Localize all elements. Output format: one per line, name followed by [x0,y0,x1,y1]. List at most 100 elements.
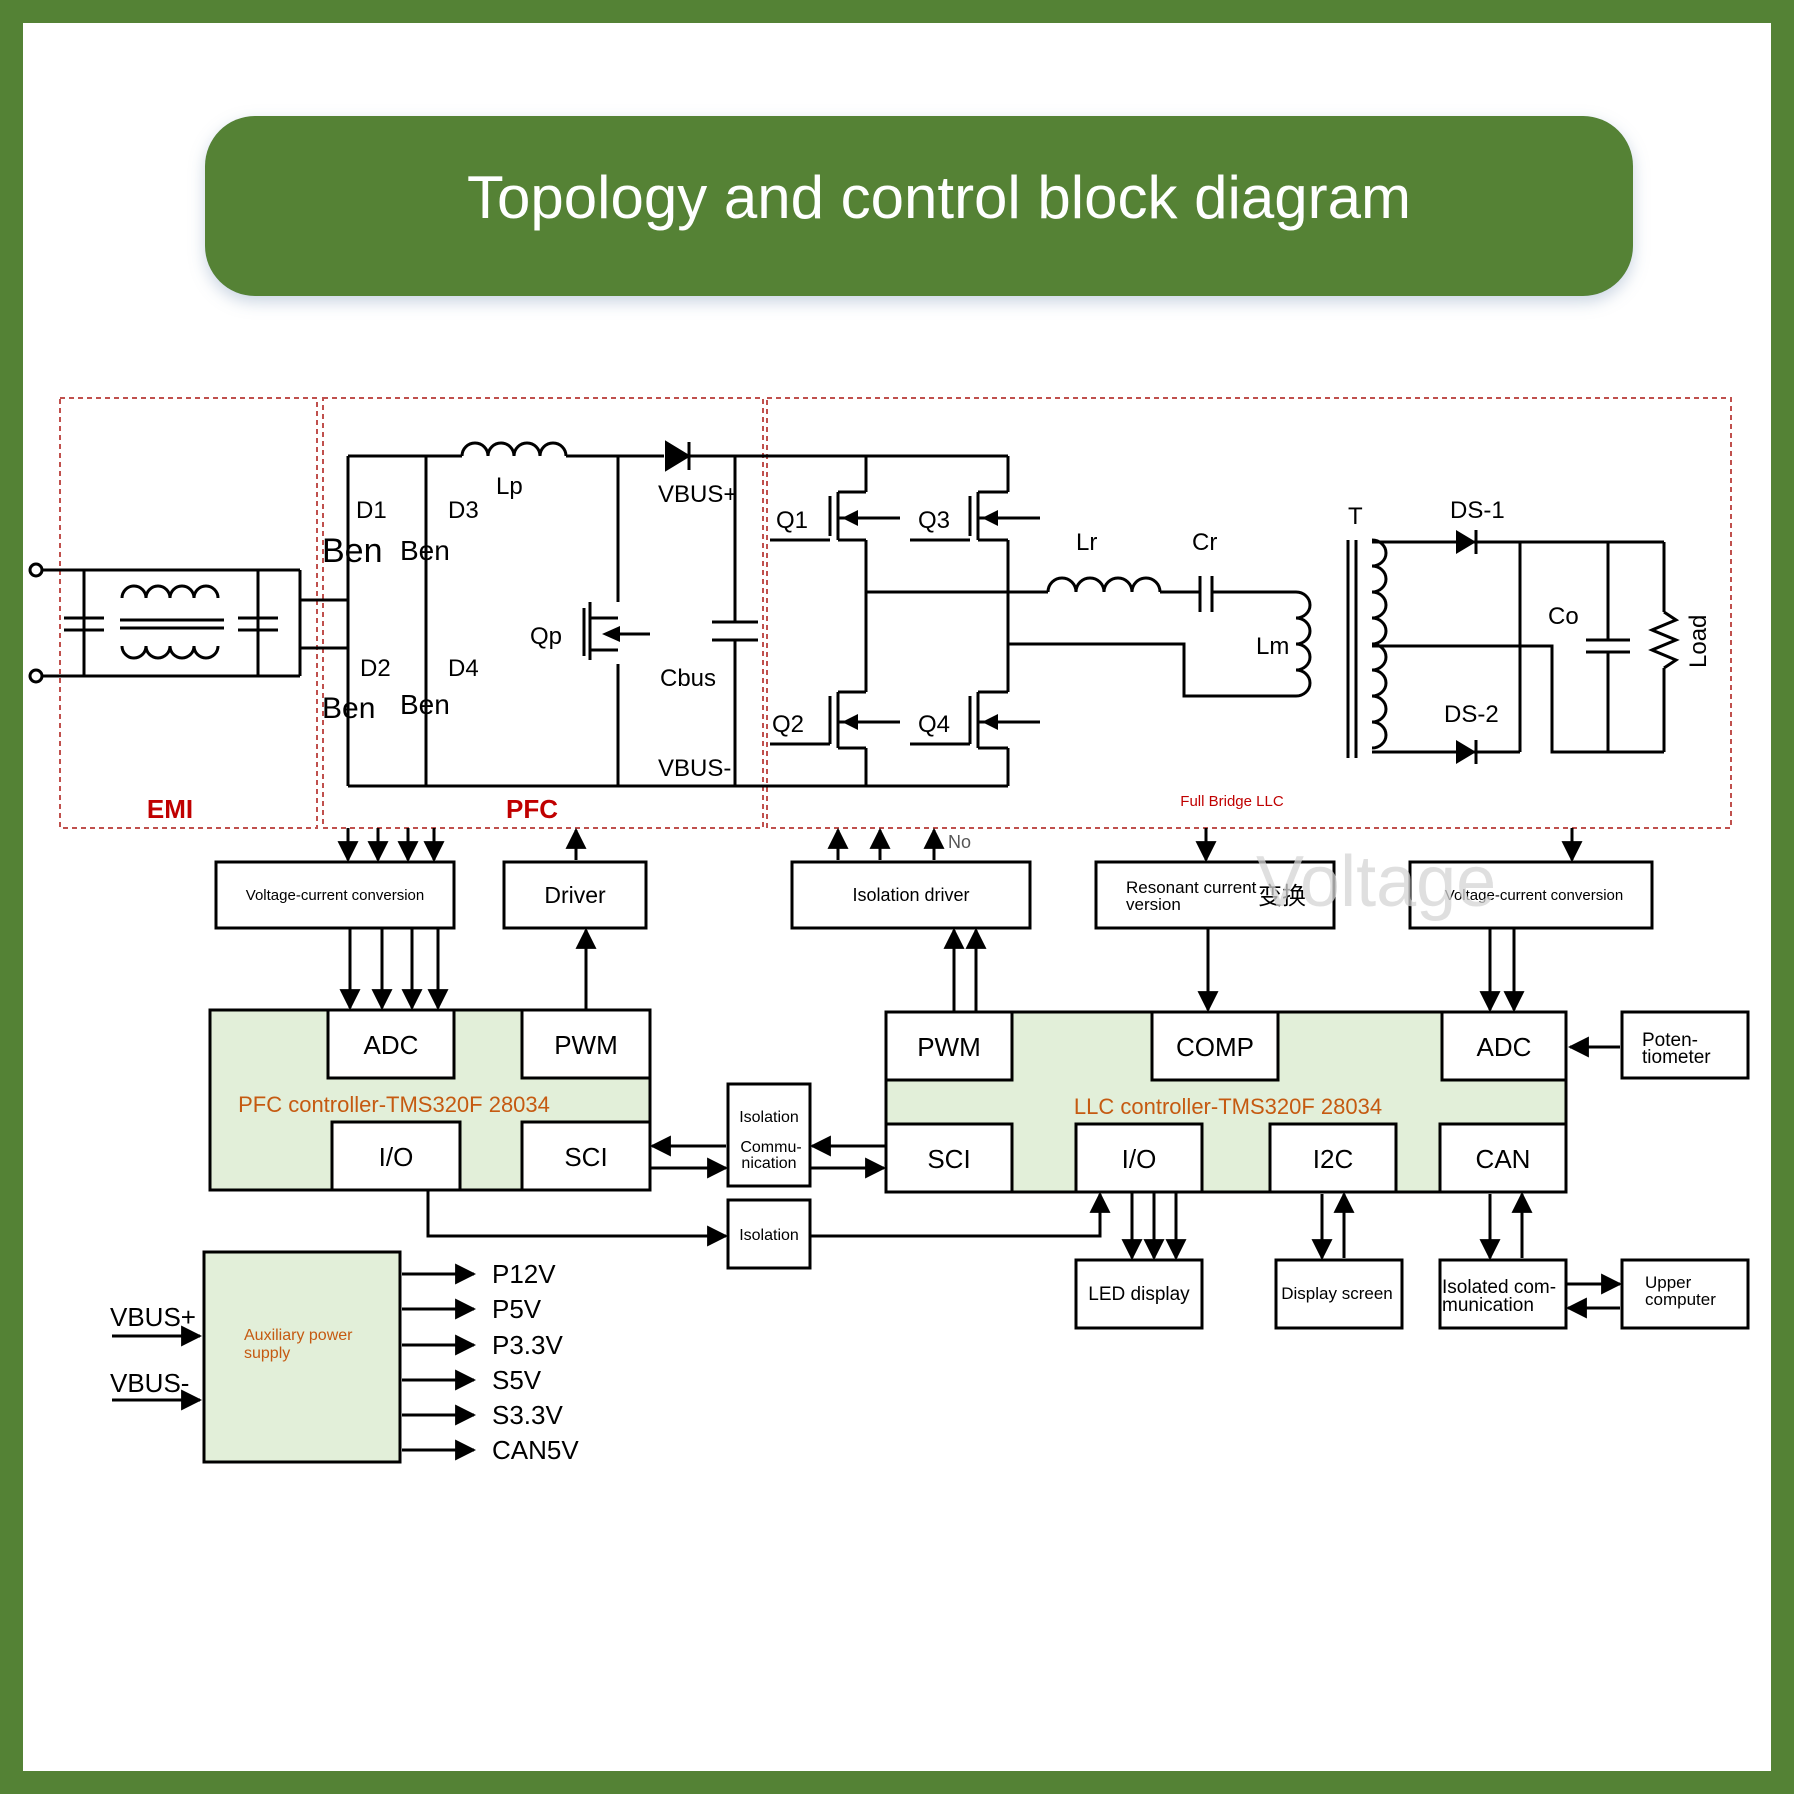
llc-can-label: CAN [1476,1144,1531,1174]
vc-conversion-right-block [1408,860,1654,930]
upper-computer-line2: computer [1645,1290,1716,1309]
isolation-comm-line2: Commu- [740,1139,801,1156]
llc-io-block [1074,1122,1204,1194]
isolation-communication-block [726,1082,812,1188]
resonant-label-line2: version [1126,895,1181,914]
isolation-comm-line3: nication [741,1155,796,1172]
pfc-label: PFC [506,794,558,824]
lr-label: Lr [1076,529,1097,556]
potentiometer-block [1620,1010,1750,1080]
aux-power-line1: Auxiliary power [244,1327,353,1344]
vc-conversion-left-label: Voltage-current conversion [246,887,424,904]
qp-label: Qp [530,623,562,650]
ds1-label: DS-1 [1450,497,1505,524]
llc-adc-block [1440,1010,1568,1082]
pfc-output-diode [665,440,691,472]
q4-label: Q4 [918,711,950,738]
d2-label: D2 [360,655,391,682]
common-mode-choke-bottom [120,645,220,660]
llc-pwm-label: PWM [917,1032,981,1062]
ben-label-4: Ben [400,689,450,720]
qp-gate-arrow [602,626,620,642]
vbus-plus-label: VBUS+ [658,481,737,508]
driver-label: Driver [544,882,606,908]
page-title: Topology and control block diagram [467,164,1411,231]
voltage-watermark: Voltage [1256,842,1496,922]
aux-output-s5v: S5V [492,1365,542,1395]
input-terminal-top [28,562,44,578]
pfc-io-block [330,1120,462,1192]
ben-label-2: Ben [400,535,450,566]
transformer-secondary [1371,538,1388,750]
lp-label: Lp [496,473,523,500]
pfc-io-label: I/O [379,1142,414,1172]
pfc-circuit [346,441,762,788]
q3-label: Q3 [918,507,950,534]
isolation-comm-line1: Isolation [739,1109,799,1126]
display-screen-label: Display screen [1281,1284,1393,1303]
vc-conversion-left-block [214,860,456,930]
isolation-driver-label: Isolation driver [852,885,969,905]
aux-output-p5v: P5V [492,1294,542,1324]
llc-section-frame [766,397,1732,829]
pfc-section-frame [322,397,764,829]
upper-computer-line1: Upper [1645,1273,1692,1292]
resonant-label-line1: Resonant current [1126,878,1257,897]
aux-input-vbus-plus: VBUS+ [110,1302,196,1332]
llc-sci-block [884,1122,1014,1194]
llc-pwm-block [884,1010,1014,1082]
q2-gate-arrow [842,714,858,730]
upper-computer-block [1620,1258,1750,1330]
ben-label-1: Ben [322,532,383,570]
llc-can-block [1438,1122,1568,1194]
pfc-sci-block [520,1120,652,1192]
title-banner [205,116,1633,296]
llc-comp-block [1150,1010,1280,1082]
t-label: T [1348,503,1363,530]
load-label: Load [1685,615,1712,668]
cbus-label: Cbus [660,665,716,692]
led-display-label: LED display [1088,1284,1190,1305]
resonant-cjk-label: 变换 [1258,883,1306,910]
d3-label: D3 [448,497,479,524]
aux-output-p12v: P12V [492,1259,556,1289]
ds2-label: DS-2 [1444,701,1499,728]
lr-inductor [1046,576,1162,593]
q1-gate-arrow [842,510,858,526]
ben-label-3: Ben [322,692,375,725]
auxiliary-power-block [202,1250,402,1464]
vbus-minus-label: VBUS- [658,755,731,782]
lm-inductor [1295,590,1312,698]
isolation-label: Isolation [739,1227,799,1244]
aux-power-line2: supply [244,1345,290,1362]
q3-gate-arrow [982,510,998,526]
emi-filter [28,562,348,684]
pfc-pwm-label: PWM [554,1030,618,1060]
llc-sci-label: SCI [927,1144,970,1174]
emi-label: EMI [147,794,193,824]
ds1-diode [1456,530,1476,554]
llc-io-label: I/O [1122,1144,1157,1174]
potentiometer-line1: Poten- [1642,1030,1698,1051]
input-terminal-bottom [28,668,44,684]
aux-input-vbus-minus: VBUS- [110,1368,189,1398]
llc-i2c-block [1268,1122,1398,1194]
llc-label: Full Bridge LLC [1180,793,1284,810]
ds2-diode [1456,740,1476,764]
vc-conversion-right-label: Voltage-current conversion [1445,887,1623,904]
pfc-controller-label: PFC controller-TMS320F 28034 [238,1092,550,1117]
q1-label: Q1 [776,507,808,534]
aux-output-p3v3: P3.3V [492,1330,563,1360]
lm-label: Lm [1256,633,1289,660]
isolated-comm-line1: Isolated com- [1442,1277,1556,1298]
llc-comp-label: COMP [1176,1032,1254,1062]
q4-gate-arrow [982,714,998,730]
d1-label: D1 [356,497,387,524]
aux-output-s3v3: S3.3V [492,1400,563,1430]
lp-inductor [460,441,568,457]
llc-controller-label: LLC controller-TMS320F 28034 [1074,1094,1382,1119]
aux-output-can5v: CAN5V [492,1435,579,1465]
potentiometer-line2: tiometer [1642,1047,1711,1068]
isolation-block [726,1198,812,1270]
